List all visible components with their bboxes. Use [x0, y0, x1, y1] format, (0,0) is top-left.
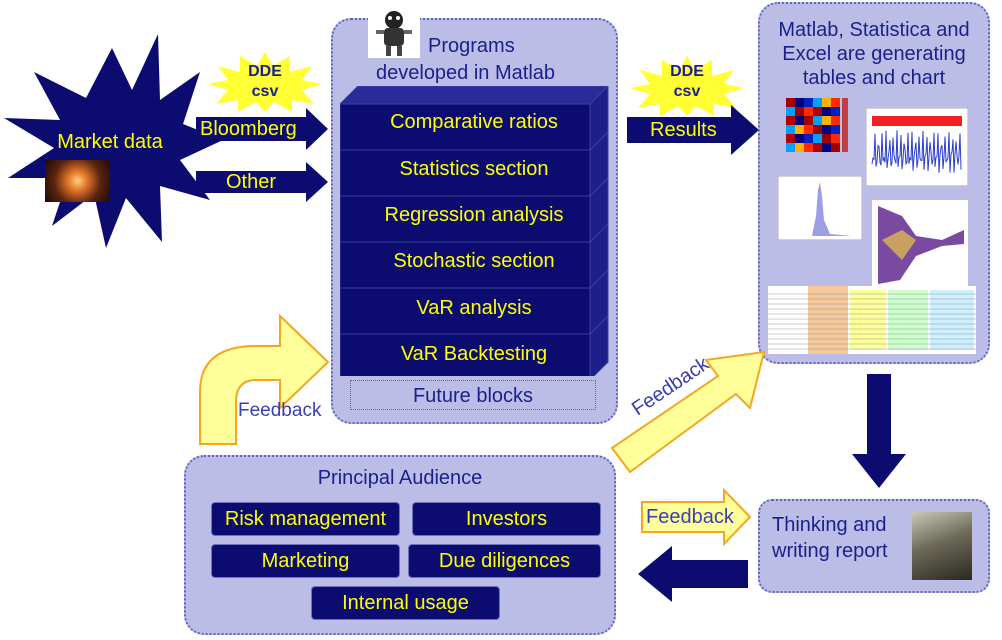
heatmap-cell [795, 116, 804, 125]
heatmap-cell [795, 143, 804, 152]
audience-investors: Investors [412, 502, 601, 536]
heatmap-cell [786, 143, 795, 152]
block-var-analysis: VaR analysis [416, 297, 532, 319]
heatmap-cell [786, 98, 795, 107]
report-to-audience-arrow [638, 546, 748, 602]
heatmap-cell [831, 98, 840, 107]
feedback-right-label: Feedback [646, 506, 734, 528]
bloomberg-arrow [196, 108, 328, 150]
audience-marketing: Marketing [211, 544, 400, 578]
heatmap-cell [795, 98, 804, 107]
heatmap-cell [804, 125, 813, 134]
heatmap-cell [786, 134, 795, 143]
heatmap-thumbnail [786, 98, 848, 152]
heatmap-cell [795, 107, 804, 116]
heatmap-cell [804, 98, 813, 107]
heatmap-cell [804, 134, 813, 143]
heatmap-cell [831, 134, 840, 143]
heatmap-cell [822, 116, 831, 125]
down-arrow [852, 374, 906, 488]
heatmap-cell [822, 134, 831, 143]
heatmap-colorbar [842, 98, 848, 152]
heatmap-cell [831, 125, 840, 134]
heatmap-cell [786, 107, 795, 116]
audience-title: Principal Audience [317, 467, 483, 489]
timeseries-thumbnail [866, 108, 968, 186]
feedback-diagonal-arrow [610, 350, 766, 474]
thinker-statue-icon [912, 512, 972, 580]
block-front [340, 195, 591, 243]
results-arrow [627, 105, 759, 155]
block-front [340, 103, 591, 151]
output-title: Matlab, Statistica and Excel are generat… [778, 19, 970, 89]
heatmap-cell [831, 107, 840, 116]
feedback-left-label: Feedback [238, 400, 322, 421]
other-arrow [196, 162, 328, 202]
program-blocks: Comparative ratios Statistics section Re… [340, 86, 612, 376]
heatmap-cell [795, 134, 804, 143]
heatmap-cell [813, 134, 822, 143]
block-front [340, 149, 591, 197]
block-var-backtesting: VaR Backtesting [400, 343, 548, 365]
surface-thumbnail [872, 200, 968, 286]
dde-burst-right [630, 56, 744, 116]
block-top [340, 86, 609, 105]
program-block-stack [340, 86, 609, 376]
block-comparative-ratios: Comparative ratios [390, 111, 558, 133]
heatmap-cell [804, 143, 813, 152]
future-blocks: Future blocks [350, 380, 596, 410]
heatmap-cell [813, 125, 822, 134]
programs-title-line1: Programs [428, 35, 515, 57]
excel-table-thumbnail [768, 286, 976, 354]
heatmap-cell [822, 98, 831, 107]
market-swirl-icon [45, 160, 110, 202]
programs-title-line2: developed in Matlab [376, 62, 556, 84]
heatmap-cell [831, 143, 840, 152]
heatmap-cell [822, 125, 831, 134]
other-label: Other [226, 171, 277, 193]
market-data-starburst [4, 34, 223, 248]
block-regression-analysis: Regression analysis [384, 204, 564, 226]
audience-due-diligences: Due diligences [408, 544, 601, 578]
heatmap-cell [822, 143, 831, 152]
heatmap-cell [795, 125, 804, 134]
block-front [340, 333, 591, 376]
heatmap-cell [813, 107, 822, 116]
market-data-label: Market data [57, 131, 163, 153]
audience-internal-usage: Internal usage [311, 586, 500, 620]
heatmap-cell [786, 125, 795, 134]
feedback-right-arrow [641, 488, 752, 546]
results-label: Results [650, 119, 717, 141]
heatmap-cell [822, 107, 831, 116]
heatmap-cell [804, 107, 813, 116]
feedback-left-arrow [199, 313, 330, 445]
block-statistics-section: Statistics section [399, 158, 549, 180]
block-stochastic-section: Stochastic section [393, 250, 555, 272]
timeseries-line [871, 130, 962, 173]
histogram-thumbnail [778, 176, 862, 240]
audience-risk-management: Risk management [211, 502, 400, 536]
heatmap-cell [831, 116, 840, 125]
heatmap-cell [813, 116, 822, 125]
heatmap-cell [804, 116, 813, 125]
dde-burst-left [208, 52, 322, 112]
heatmap-cell [813, 98, 822, 107]
heatmap-cell [813, 143, 822, 152]
matlab-mascot-icon [368, 6, 420, 58]
bloomberg-label: Bloomberg [200, 118, 297, 140]
heatmap-cell [786, 116, 795, 125]
